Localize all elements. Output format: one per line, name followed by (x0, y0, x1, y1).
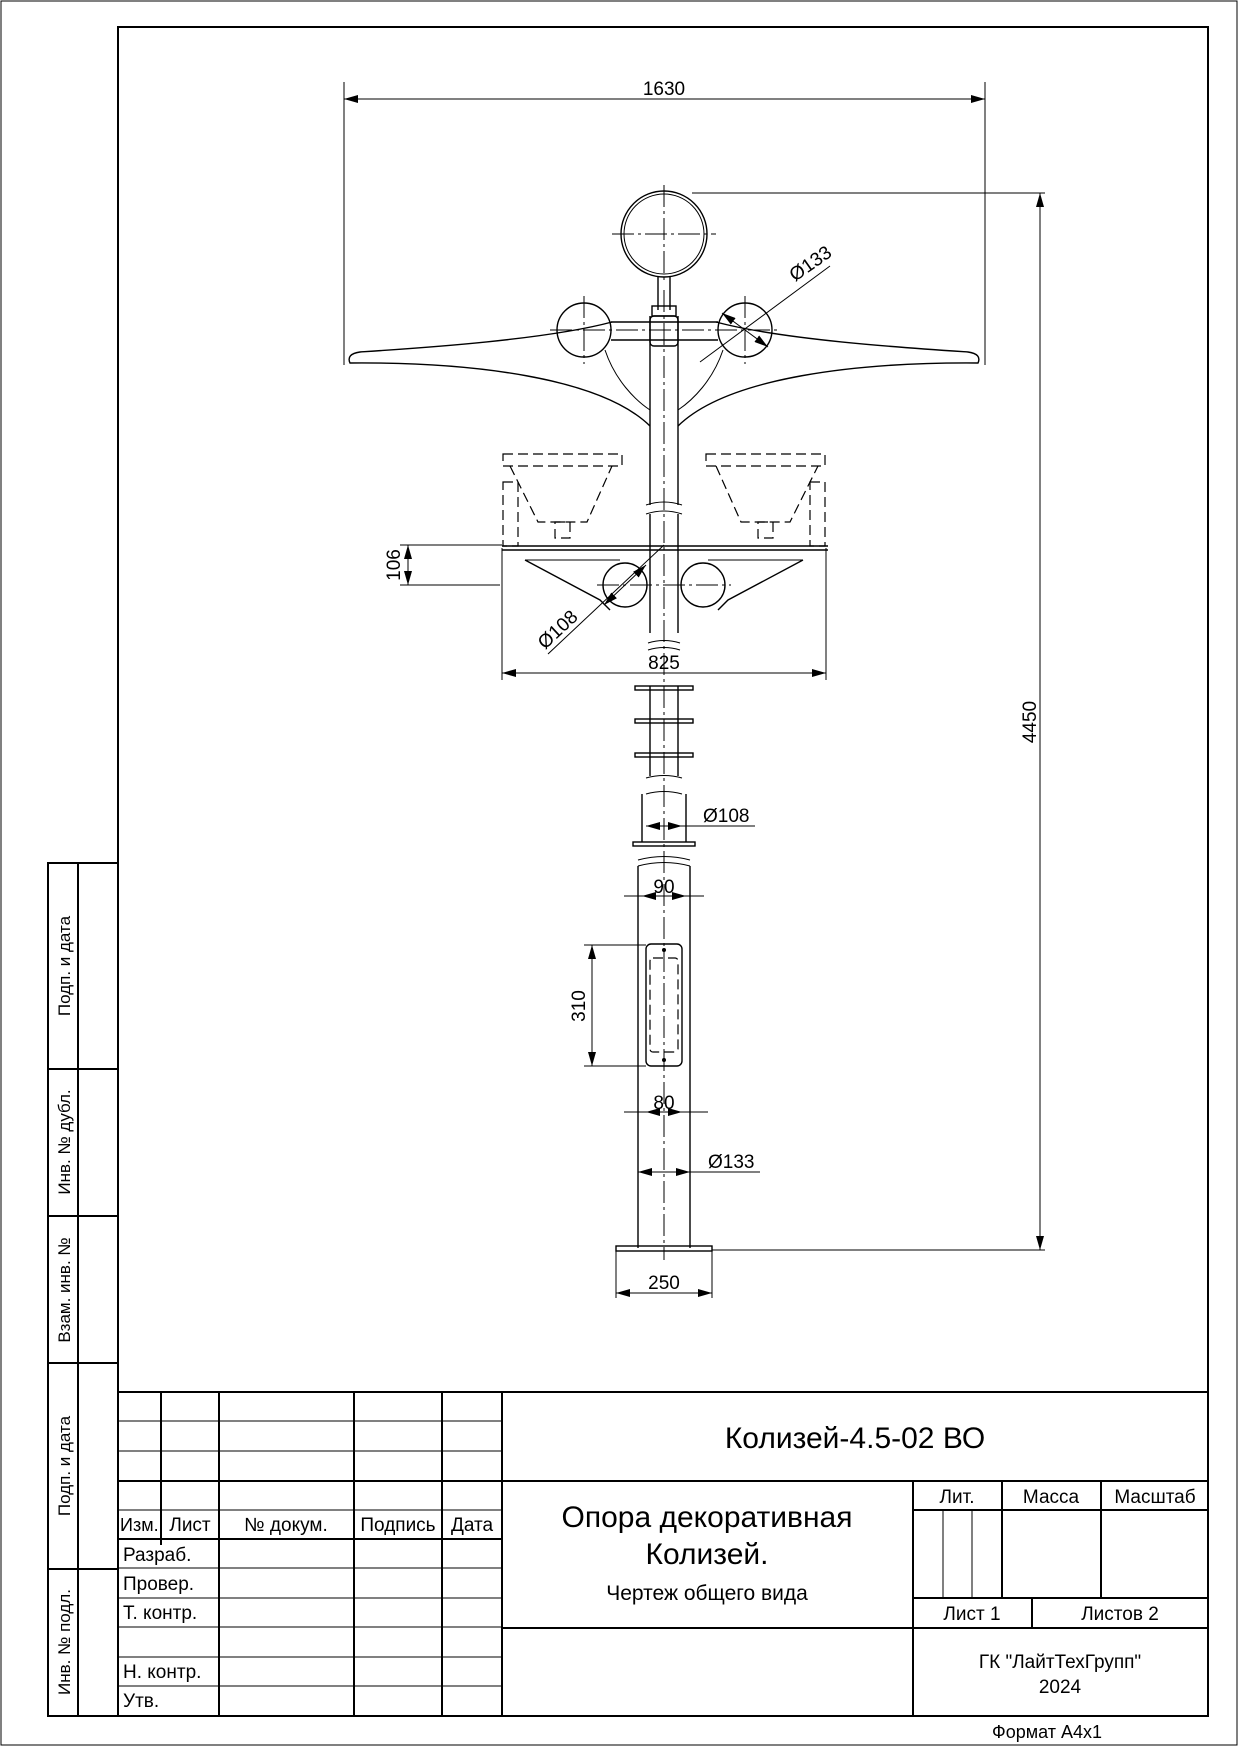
ring-1 (634, 685, 694, 691)
dim-label-hatch-90: 90 (653, 877, 674, 898)
col-sign: Подпись (360, 1515, 435, 1536)
stamp-sign-date-1: Подп. и дата (55, 915, 74, 1016)
dim-label-globe-dia: Ø108 (534, 607, 582, 654)
dim-label-825: 825 (648, 653, 680, 674)
row-checked: Провер. (123, 1574, 194, 1595)
col-doc: № докум. (244, 1515, 327, 1536)
sheet-number: Лист 1 (943, 1604, 1000, 1625)
service-hatch (645, 943, 683, 1067)
doc-title-line2: Колизей. (646, 1538, 769, 1571)
dim-label-pole-dia-top: Ø108 (703, 806, 749, 827)
right-wing (677, 321, 980, 427)
dim-label-1630: 1630 (643, 79, 685, 100)
stamp-replace-inv: Взам. инв. № (55, 1237, 74, 1342)
doc-designation: Колизей-4.5-02 ВО (725, 1422, 985, 1455)
mass-header: Масса (1023, 1487, 1080, 1508)
dim-label-base-250: 250 (648, 1273, 680, 1294)
row-norm-control: Н. контр. (123, 1662, 201, 1683)
row-approved: Утв. (123, 1691, 159, 1712)
drawing-frame (117, 26, 1209, 1717)
stamp-sign-date-2: Подп. и дата (55, 1415, 74, 1516)
doc-title-line1: Опора декоративная (562, 1501, 853, 1534)
doc-type: Чертеж общего вида (606, 1582, 808, 1605)
ring-2 (634, 718, 694, 724)
stamp-dup-inv: Инв. № дубл. (55, 1089, 74, 1194)
dim-label-hatch-310: 310 (569, 990, 590, 1022)
row-tech-control: Т. контр. (123, 1603, 197, 1624)
company-name: ГК "ЛайтТехГрупп" (979, 1652, 1141, 1673)
sheets-total: Листов 2 (1081, 1604, 1159, 1625)
col-list: Лист (169, 1515, 211, 1536)
doc-year: 2024 (1039, 1677, 1082, 1698)
left-wing (348, 321, 651, 427)
lit-header: Лит. (940, 1487, 975, 1508)
row-developed: Разраб. (123, 1545, 191, 1566)
dim-label-hatch-80: 80 (653, 1093, 674, 1114)
dim-label-4450: 4450 (1020, 701, 1041, 743)
scale-header: Масштаб (1114, 1487, 1195, 1508)
paper-format: Формат А4х1 (992, 1722, 1102, 1742)
pole-drawing: 1630 4450 Ø133 (343, 79, 1045, 1298)
col-date: Дата (451, 1515, 494, 1536)
col-izm: Изм. (120, 1515, 159, 1535)
ring-3 (634, 752, 694, 758)
stamp-orig-inv: Инв. № подл. (55, 1589, 74, 1695)
left-hidden-lantern (502, 453, 623, 467)
right-hidden-lantern (705, 453, 826, 467)
title-block: Колизей-4.5-02 ВО Опора декоративная Кол… (117, 1391, 1209, 1717)
base-plate (615, 1245, 713, 1252)
dim-label-106: 106 (384, 549, 405, 581)
side-stamp: Подп. и дата Инв. № дубл. Взам. инв. № П… (47, 862, 119, 1717)
dim-label-pole-dia-bottom: Ø133 (708, 1152, 754, 1173)
